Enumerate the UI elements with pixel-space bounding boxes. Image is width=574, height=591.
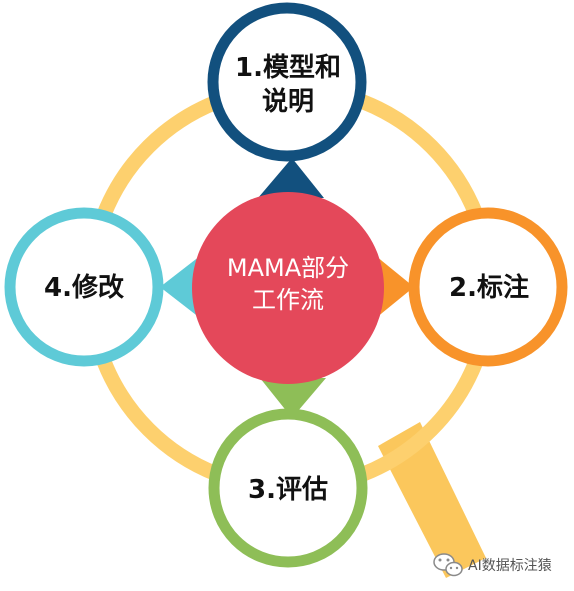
step-1-node: 1.模型和 说明: [207, 2, 367, 162]
magnifier-handle: [378, 422, 486, 578]
center-circle: [192, 192, 384, 384]
wechat-icon: [433, 553, 463, 577]
watermark: AI数据标注猿: [433, 553, 552, 577]
center-title-line2: 工作流: [252, 286, 324, 314]
watermark-text: AI数据标注猿: [468, 558, 552, 574]
step-3-label: 3.评估: [248, 475, 328, 505]
step-4-label: 4.修改: [44, 272, 124, 303]
arrow-to-step-3: [260, 378, 326, 418]
center-title-line1: MAMA部分: [227, 254, 349, 282]
step-1-label-line1: 1.模型和: [235, 53, 341, 83]
step-1-label-line2: 说明: [262, 87, 314, 117]
step-4-node: 4.修改: [4, 207, 164, 367]
step-2-label: 2.标注: [449, 272, 529, 303]
arrow-to-step-2: [376, 256, 414, 318]
step-3-node: 3.评估: [208, 408, 368, 568]
arrow-to-step-1: [258, 158, 324, 198]
step-2-node: 2.标注: [408, 207, 568, 367]
arrow-to-step-4: [160, 256, 200, 318]
